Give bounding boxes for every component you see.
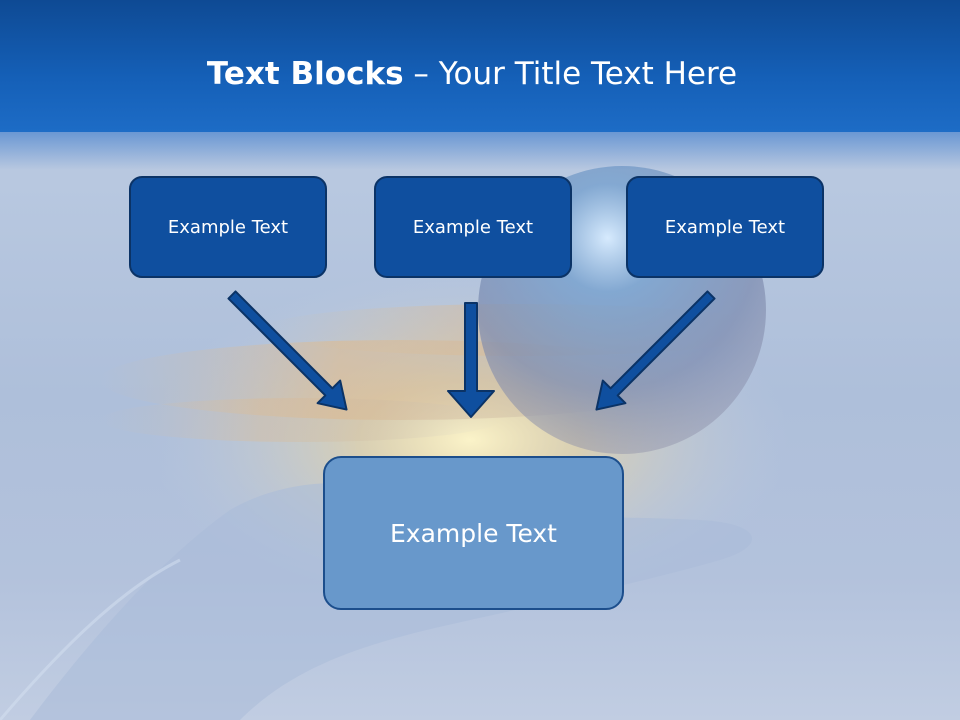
- text-block-center[interactable]: Example Text: [374, 176, 572, 278]
- text-block-right-label: Example Text: [664, 216, 786, 238]
- slide-title: Text Blocks – Your Title Text Here: [0, 52, 944, 96]
- title-bar: [0, 0, 960, 170]
- text-block-bottom[interactable]: Example Text: [323, 456, 624, 610]
- text-block-right[interactable]: Example Text: [626, 176, 824, 278]
- text-block-left-label: Example Text: [167, 216, 289, 238]
- text-block-left[interactable]: Example Text: [129, 176, 327, 278]
- text-block-bottom-label: Example Text: [390, 518, 557, 548]
- text-block-center-label: Example Text: [412, 216, 534, 238]
- title-bold-part: Text Blocks: [206, 56, 404, 92]
- title-rest-part: Your Title Text Here: [438, 56, 738, 92]
- title-separator: –: [403, 56, 439, 92]
